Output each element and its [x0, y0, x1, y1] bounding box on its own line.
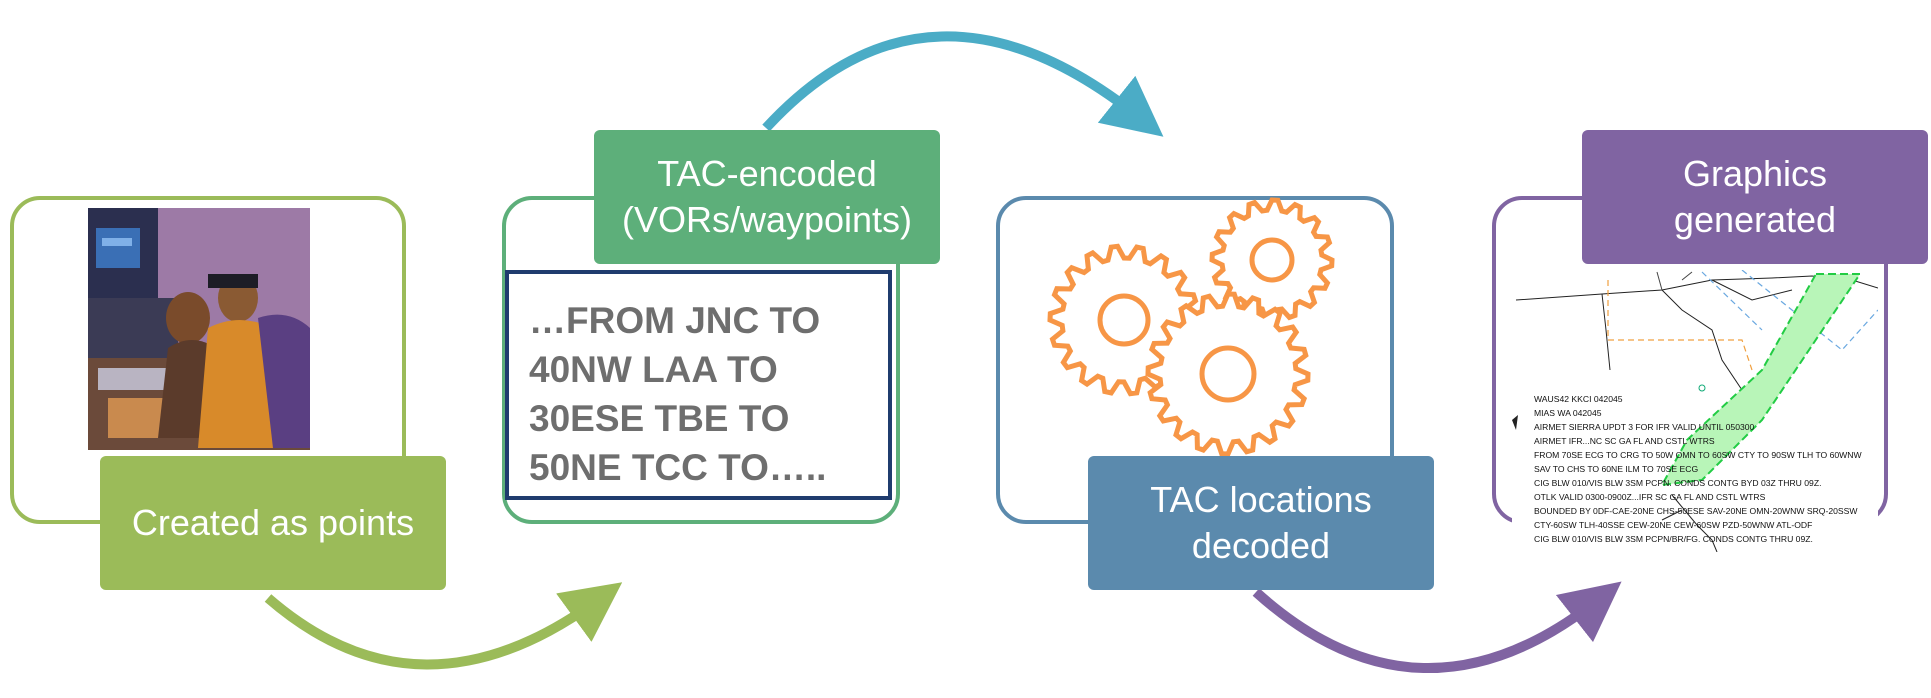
- airmet-line: FROM 70SE ECG TO CRG TO 50W OMN TO 60SW …: [1534, 450, 1862, 460]
- airmet-line: OTLK VALID 0300-0900Z...IFR SC GA FL AND…: [1534, 492, 1766, 502]
- gear-hole: [1249, 237, 1295, 283]
- gear-hole: [1199, 345, 1257, 403]
- airmet-text: WAUS42 KKCI 042045 MIAS WA 042045 AIRMET…: [1534, 392, 1862, 546]
- arrow-step3-to-step4: [1252, 581, 1622, 674]
- airmet-graphic: WAUS42 KKCI 042045 MIAS WA 042045 AIRMET…: [1512, 270, 1878, 552]
- airmet-line: AIRMET SIERRA UPDT 3 FOR IFR VALID UNTIL…: [1534, 422, 1755, 432]
- airmet-line: WAUS42 KKCI 042045: [1534, 394, 1623, 404]
- step3-label: TAC locations decoded: [1088, 456, 1434, 590]
- airmet-line: BOUNDED BY 0DF-CAE-20NE CHS-50ESE SAV-20…: [1534, 506, 1858, 516]
- arrow-step1-to-step2: [264, 582, 623, 670]
- gear-hole: [1097, 293, 1151, 347]
- tac-line: 40NW LAA TO: [529, 349, 778, 390]
- tac-encoded-text-box: …FROM JNC TO 40NW LAA TO 30ESE TBE TO 50…: [505, 270, 892, 500]
- airmet-line: AIRMET IFR...NC SC GA FL AND CSTL WTRS: [1534, 436, 1715, 446]
- tac-line: …FROM JNC TO: [529, 300, 821, 341]
- airmet-line: CTY-60SW TLH-40SSE CEW-20NE CEW-60SW PZD…: [1534, 520, 1813, 530]
- operators-image: [88, 208, 310, 450]
- tac-line: 30ESE TBE TO: [529, 398, 790, 439]
- tac-line: 50NE TCC TO…..: [529, 447, 827, 488]
- step1-label: Created as points: [100, 456, 446, 590]
- airmet-line: CIG BLW 010/VIS BLW 3SM PCPN/BR/FG. COND…: [1534, 534, 1813, 544]
- airmet-line: CIG BLW 010/VIS BLW 3SM PCPN. CONDS CONT…: [1534, 478, 1822, 488]
- arrow-step2-to-step3: [762, 31, 1164, 137]
- airmet-line: SAV TO CHS TO 60NE ILM TO 70SE ECG: [1534, 464, 1699, 474]
- step4-label: Graphics generated: [1582, 130, 1928, 264]
- airmet-line: MIAS WA 042045: [1534, 408, 1602, 418]
- step2-label: TAC-encoded (VORs/waypoints): [594, 130, 940, 264]
